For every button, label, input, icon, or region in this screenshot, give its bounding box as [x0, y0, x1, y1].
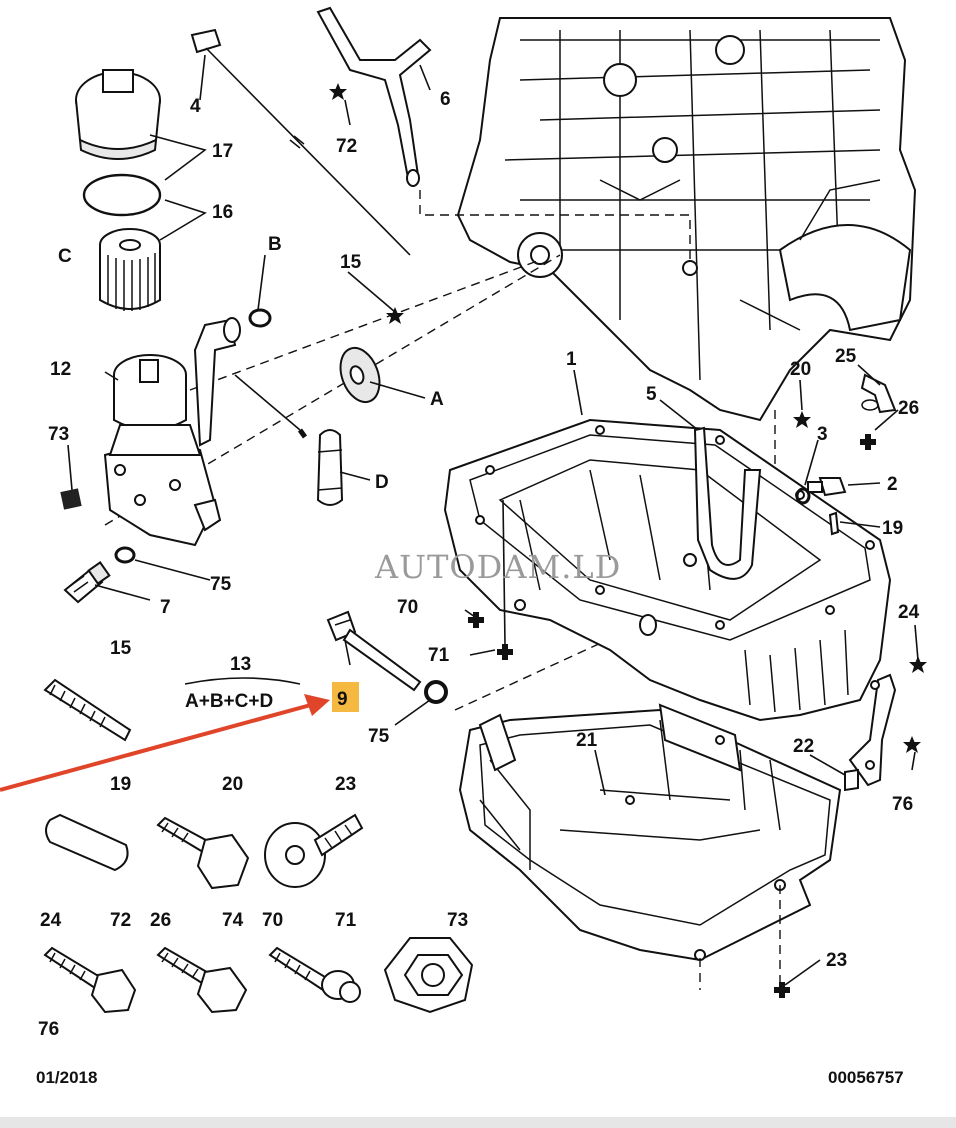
- engine-block: [456, 17, 917, 422]
- cross-marker-icon: [497, 644, 513, 660]
- hose-d: [316, 429, 344, 506]
- ref-label-70: 70: [262, 910, 283, 931]
- label-20: 20: [790, 359, 811, 380]
- pin-19: [828, 511, 840, 536]
- kit-formula: A+B+C+D: [185, 691, 273, 712]
- label-71: 71: [428, 645, 450, 666]
- label-3: 3: [817, 424, 828, 445]
- label-21: 21: [576, 730, 598, 751]
- drain-plug: [807, 477, 847, 497]
- ref-label-73: 73: [447, 910, 468, 931]
- bracket-22: [844, 673, 897, 792]
- filter-o-ring: [82, 173, 162, 217]
- ref-label-74: 74: [222, 910, 244, 931]
- label-4: 4: [190, 96, 201, 117]
- gasket-a: [339, 346, 381, 404]
- oil-filter-cap: [75, 69, 161, 160]
- seal-75b: [424, 680, 448, 704]
- footer-date: 01/2018: [36, 1068, 98, 1087]
- gasket-73: [60, 488, 82, 510]
- ref-label-72: 72: [110, 910, 131, 931]
- bolt-26: [156, 946, 248, 1014]
- oil-level-sensor: [326, 610, 422, 692]
- label-22: 22: [793, 736, 814, 757]
- tightening-star-icon: [909, 656, 927, 673]
- ref-label-26: 26: [150, 910, 171, 931]
- bolt-70: [268, 946, 361, 1003]
- ref-label-23: 23: [335, 774, 356, 795]
- label-26: 26: [898, 398, 919, 419]
- oil-filter-housing: [103, 354, 222, 547]
- coolant-pipe: [193, 317, 308, 447]
- tightening-star-icon: [793, 411, 811, 428]
- pointer-arrow-icon: [0, 694, 330, 792]
- label-a: A: [430, 389, 444, 410]
- watermark: AUTODAM.LD: [374, 548, 621, 586]
- drain-seal: [795, 487, 811, 505]
- label-c: C: [58, 246, 72, 267]
- label-6: 6: [440, 89, 451, 110]
- ref-label-71: 71: [335, 910, 357, 931]
- bolt-23: [264, 813, 364, 888]
- label-9: 9: [337, 689, 348, 710]
- kit-bracket: [184, 677, 301, 685]
- label-5: 5: [646, 384, 657, 405]
- footer-reference: 00056757: [828, 1068, 904, 1087]
- cross-marker-icon: [774, 982, 790, 998]
- label-7: 7: [160, 597, 171, 618]
- label-72: 72: [336, 136, 357, 157]
- stud-15: [43, 678, 132, 742]
- seal-b: [248, 308, 272, 328]
- label-23: 23: [826, 950, 847, 971]
- cross-marker-icon: [860, 434, 876, 450]
- label-75: 75: [210, 574, 232, 595]
- bolt-20: [156, 816, 250, 890]
- label-13: 13: [230, 654, 251, 675]
- label-d: D: [375, 472, 389, 493]
- label-75b: 75: [368, 726, 390, 747]
- oil-filter-cartridge: [99, 228, 161, 311]
- ref-label-20: 20: [222, 774, 243, 795]
- label-15: 15: [340, 252, 362, 273]
- label-b: B: [268, 234, 282, 255]
- oil-pan: [443, 418, 892, 722]
- label-76: 76: [892, 794, 913, 815]
- label-16: 16: [212, 202, 233, 223]
- label-15b: 15: [110, 638, 132, 659]
- highlight-box: [332, 682, 359, 712]
- bracket-25: [860, 373, 897, 414]
- label-17: 17: [212, 141, 233, 162]
- label-25: 25: [835, 346, 857, 367]
- dipstick: [190, 28, 411, 256]
- pin-19-ref: [45, 813, 129, 872]
- ref-label-24: 24: [40, 910, 62, 931]
- label-2: 2: [887, 474, 898, 495]
- seal-75: [114, 546, 136, 564]
- bolt-24: [43, 946, 137, 1014]
- under-shield: [458, 703, 842, 962]
- dipstick-tube: [316, 6, 432, 187]
- label-19: 19: [882, 518, 903, 539]
- guide-tube: [693, 426, 762, 580]
- tightening-star-icon: [903, 736, 921, 753]
- ref-label-76: 76: [38, 1019, 59, 1040]
- nut-73: [383, 937, 474, 1014]
- label-12: 12: [50, 359, 71, 380]
- label-1: 1: [566, 349, 577, 370]
- ref-label-19: 19: [110, 774, 131, 795]
- label-24: 24: [898, 602, 920, 623]
- pressure-sensor: [63, 561, 111, 604]
- label-73: 73: [48, 424, 69, 445]
- tightening-star-icon: [329, 83, 347, 100]
- label-70: 70: [397, 597, 418, 618]
- bottom-border: [0, 1117, 956, 1128]
